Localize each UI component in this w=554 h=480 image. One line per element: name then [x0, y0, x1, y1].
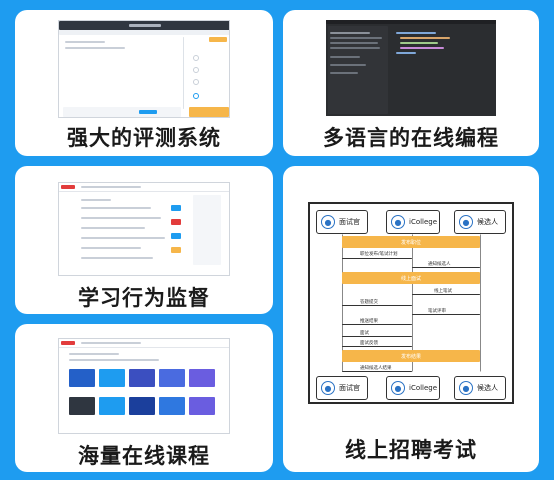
person-icon: ● — [459, 381, 473, 395]
feature-card-recruitment: ●面试官 ●iCollege ●候选人 发布职位 职位发布/笔试计划 通知候选人… — [283, 166, 539, 472]
feature-card-supervision: 学习行为监督 — [15, 166, 273, 314]
phase-bar: 发布职位 — [342, 236, 480, 248]
message-label: 推送结果 — [360, 319, 378, 324]
actor-candidate-bottom: ●候选人 — [454, 376, 506, 400]
phase-bar: 发布结果 — [342, 350, 480, 362]
supervision-screenshot — [58, 182, 230, 276]
message-label: 线上笔试 — [434, 289, 452, 294]
message-label: 答题提交 — [360, 300, 378, 305]
person-icon: ● — [321, 215, 335, 229]
code-editor-screenshot — [326, 20, 496, 116]
person-icon: ● — [459, 215, 473, 229]
card-caption: 海量在线课程 — [78, 444, 210, 468]
actor-interviewer-bottom: ●面试官 — [316, 376, 368, 400]
actor-icollege: ●iCollege — [386, 210, 440, 234]
message-label: 通知候选人 — [428, 262, 451, 267]
feature-card-coding: 多语言的在线编程 — [283, 10, 539, 156]
sequence-diagram: ●面试官 ●iCollege ●候选人 发布职位 职位发布/笔试计划 通知候选人… — [308, 202, 514, 404]
card-caption: 线上招聘考试 — [345, 438, 477, 462]
message-label: 面试 — [360, 331, 369, 336]
actor-icollege-bottom: ●iCollege — [386, 376, 440, 400]
message-label: 职位发布/笔试计划 — [360, 252, 398, 257]
actor-interviewer: ●面试官 — [316, 210, 368, 234]
card-caption: 强大的评测系统 — [67, 126, 221, 150]
card-caption: 学习行为监督 — [78, 286, 210, 310]
people-icon: ● — [391, 215, 405, 229]
actor-candidate: ●候选人 — [454, 210, 506, 234]
courses-screenshot — [58, 338, 230, 434]
message-label: 通知候选人结果 — [360, 366, 392, 371]
card-caption: 多语言的在线编程 — [323, 126, 499, 150]
feature-card-evaluation: 强大的评测系统 — [15, 10, 273, 156]
message-label: 笔试评审 — [428, 309, 446, 314]
evaluation-screenshot — [58, 20, 230, 118]
person-icon: ● — [321, 381, 335, 395]
phase-bar: 线上面试 — [342, 272, 480, 284]
message-label: 面试反馈 — [360, 341, 378, 346]
people-icon: ● — [391, 381, 405, 395]
feature-card-courses: 海量在线课程 — [15, 324, 273, 472]
